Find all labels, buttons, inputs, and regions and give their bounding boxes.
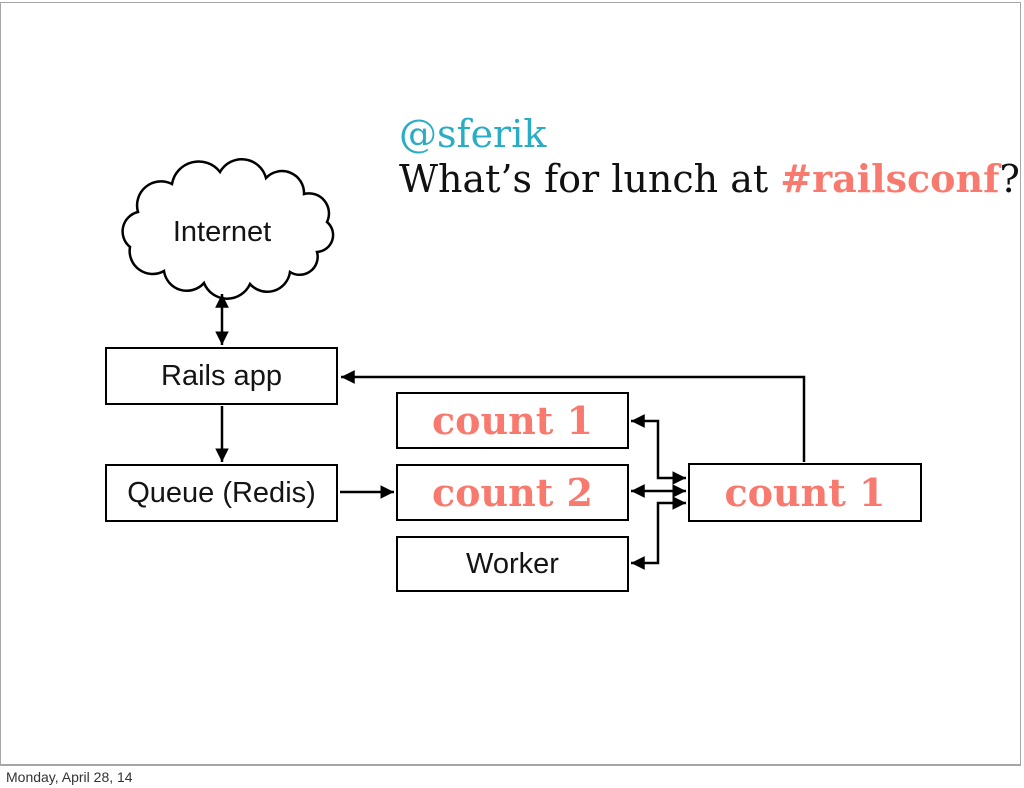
node-worker: Worker	[396, 536, 629, 592]
title-hashtag: #railsconf	[780, 156, 1000, 201]
node-count-right-label: count 1	[724, 470, 886, 515]
slide-date: Monday, April 28, 14	[6, 769, 133, 785]
node-queue-redis-label: Queue (Redis)	[127, 476, 316, 509]
node-rails-app-label: Rails app	[161, 359, 282, 392]
node-count-middle: count 2	[396, 464, 629, 521]
internet-node-label: Internet	[172, 215, 272, 248]
node-count-middle-label: count 2	[432, 470, 593, 515]
node-count-top-label: count 1	[432, 398, 593, 443]
title-question-prefix: What’s for lunch at	[399, 157, 781, 201]
node-queue-redis: Queue (Redis)	[105, 464, 338, 522]
node-count-top: count 1	[396, 392, 629, 449]
title-question: What’s for lunch at #railsconf?	[399, 158, 1020, 201]
title-question-suffix: ?	[999, 157, 1020, 201]
node-worker-label: Worker	[466, 547, 559, 580]
node-count-right: count 1	[688, 463, 922, 522]
title-handle: @sferik	[399, 112, 547, 156]
node-rails-app: Rails app	[105, 347, 338, 405]
